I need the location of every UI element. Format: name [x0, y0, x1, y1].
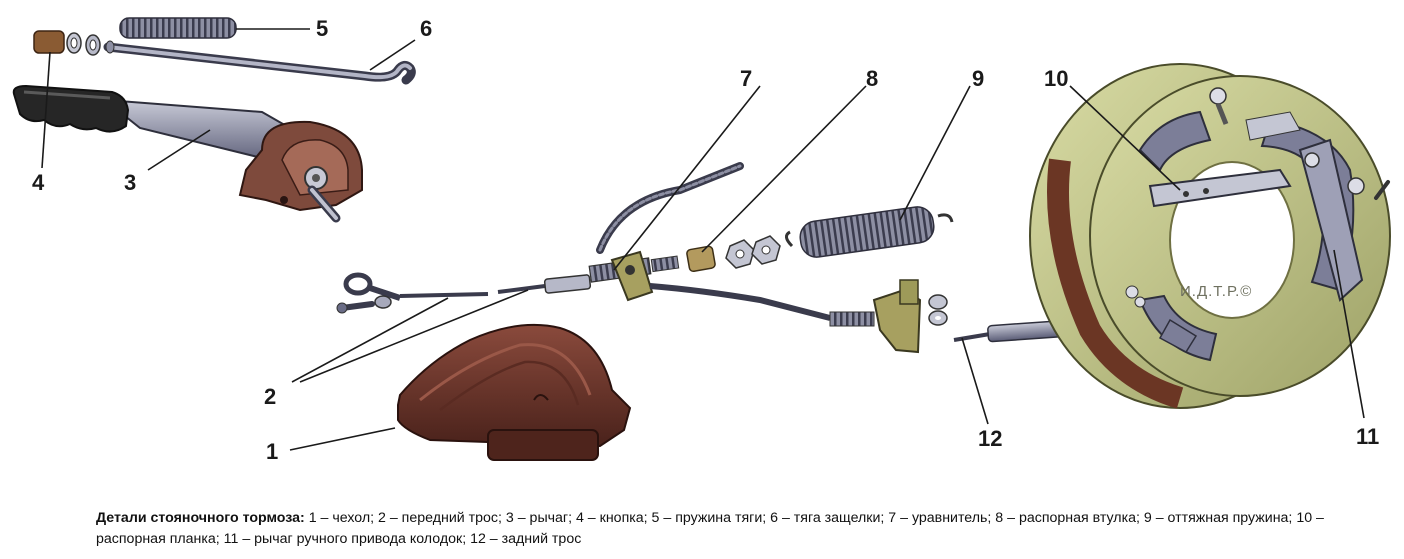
figure-caption: Детали стояночного тормоза: 1 – чехол; 2… — [96, 508, 1396, 550]
callout-4: 4 — [32, 170, 45, 195]
rear-cable-run — [649, 279, 948, 354]
brake-backing-plate: И.Д.Т.Р.© — [1029, 63, 1391, 409]
callout-7: 7 — [740, 66, 752, 91]
callout-8: 8 — [866, 66, 878, 91]
return-spring-part-9 — [785, 206, 954, 258]
caption-body: 1 – чехол; 2 – передний трос; 3 – рычаг;… — [96, 510, 1324, 547]
callout-1: 1 — [266, 439, 278, 464]
parking-brake-diagram: И.Д.Т.Р.© 1 2 3 4 5 6 7 8 9 10 11 12 — [12, 16, 1391, 464]
button-part-4 — [33, 30, 101, 56]
callout-2: 2 — [264, 384, 276, 409]
callout-6: 6 — [420, 16, 432, 41]
parking-brake-lever-part-3 — [12, 84, 363, 223]
callout-12: 12 — [978, 426, 1002, 451]
latch-rod-spring-part-5 — [119, 17, 237, 39]
caption-title: Детали стояночного тормоза: — [96, 510, 305, 526]
callout-3: 3 — [124, 170, 136, 195]
spacer-sleeve-part-8 — [686, 235, 781, 273]
front-cable-part-2 — [336, 272, 592, 314]
equalizer-part-7 — [588, 162, 744, 302]
spacer-bar-part-10 — [1148, 168, 1292, 208]
callout-9: 9 — [972, 66, 984, 91]
callout-11: 11 — [1356, 424, 1379, 449]
copyright-stamp: И.Д.Т.Р.© — [1180, 283, 1252, 300]
shoe-actuating-lever-part-11 — [1298, 138, 1390, 302]
latch-rod-part-6 — [103, 40, 416, 85]
callout-labels: 1 2 3 4 5 6 7 8 9 10 11 12 — [32, 16, 1379, 464]
callout-5: 5 — [316, 16, 328, 41]
leader-lines — [41, 28, 1365, 451]
callout-10: 10 — [1044, 66, 1068, 91]
lever-boot-part-1 — [397, 323, 632, 461]
